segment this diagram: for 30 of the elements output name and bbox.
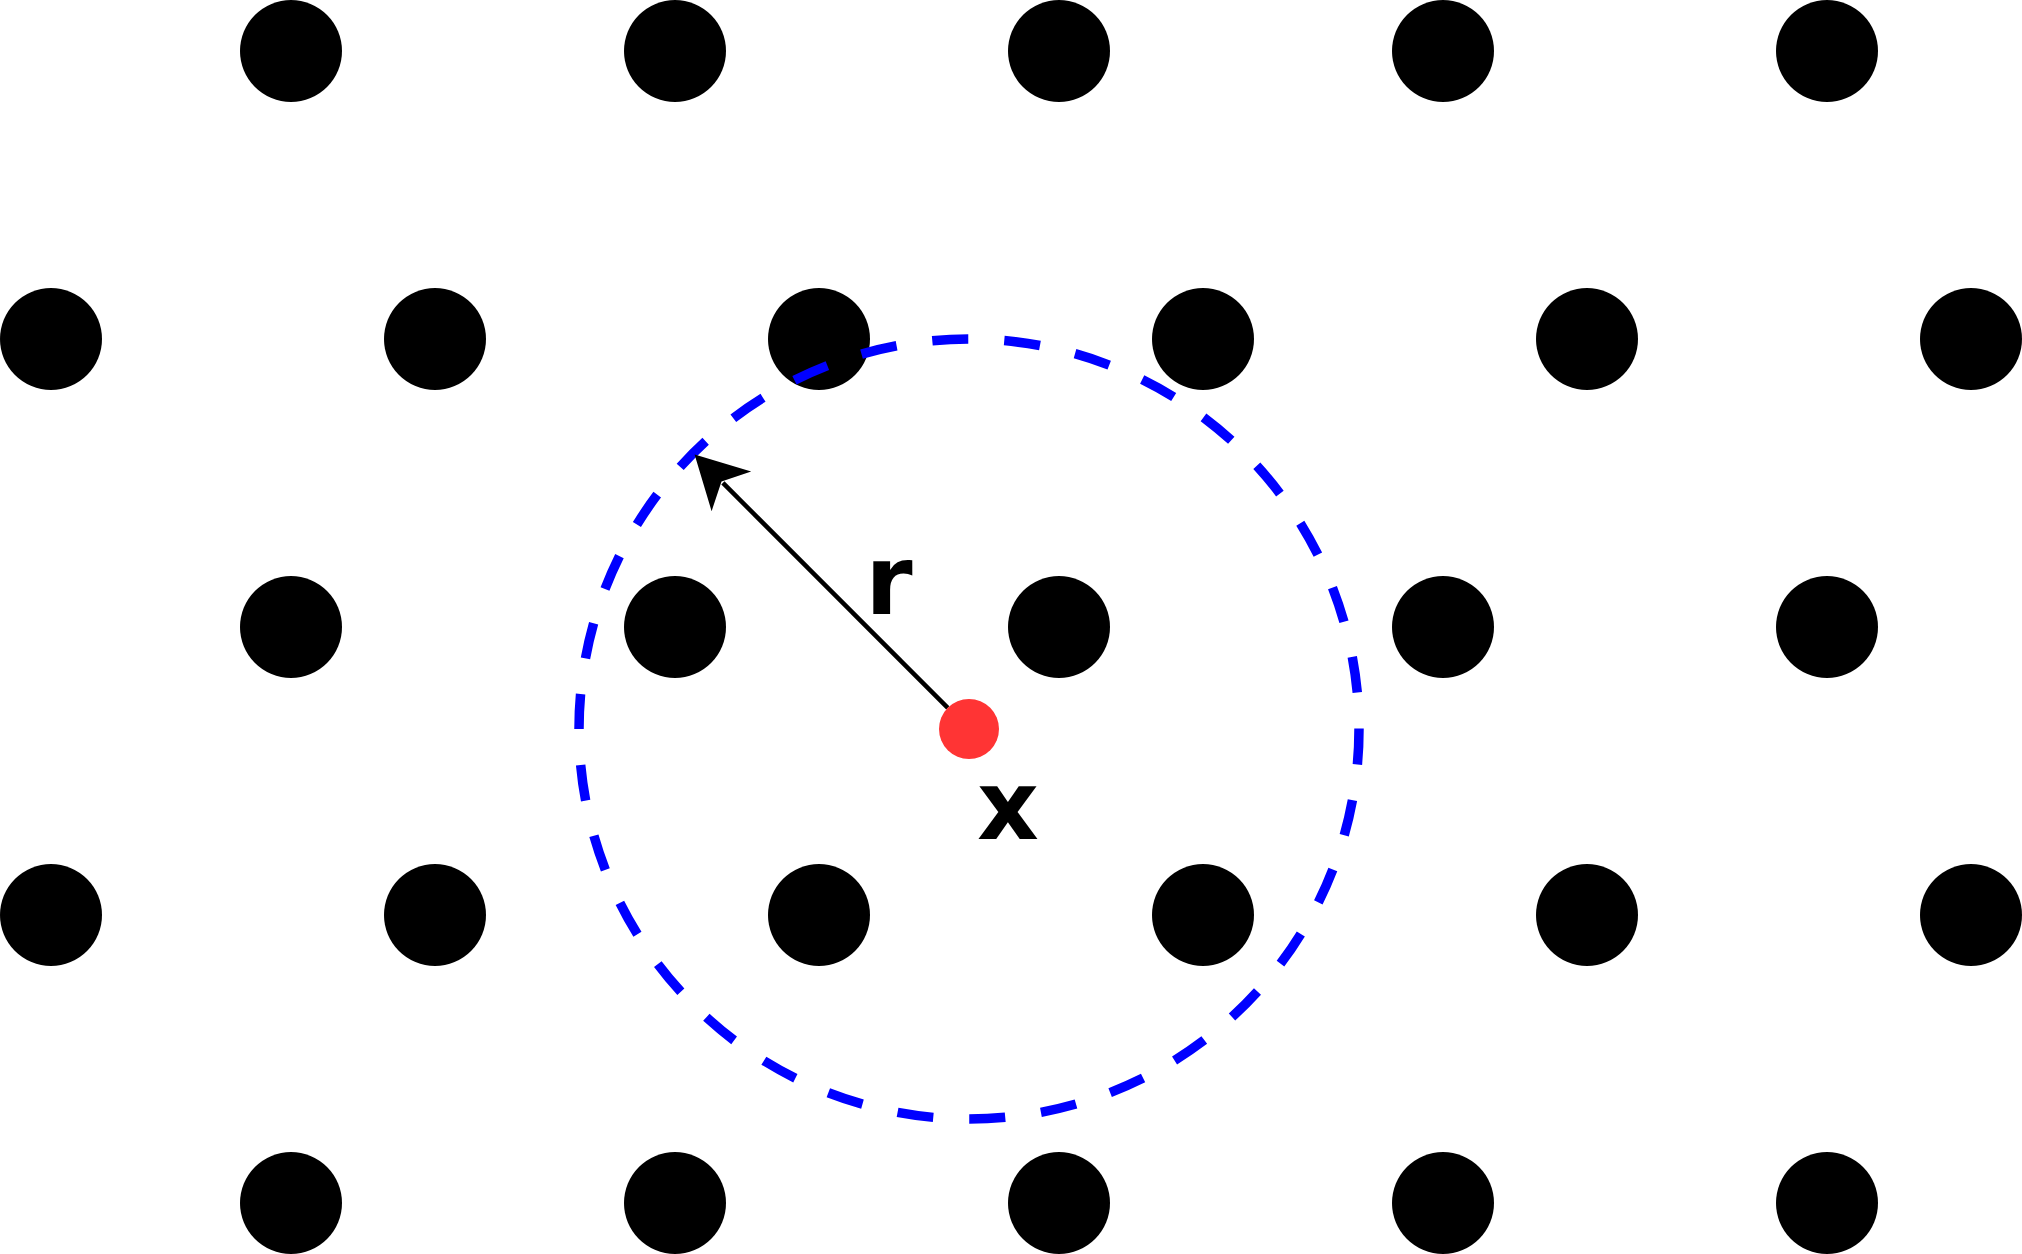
lattice-point xyxy=(624,1152,726,1254)
lattice-point xyxy=(1536,864,1638,966)
lattice-point xyxy=(0,864,102,966)
lattice-point xyxy=(1392,0,1494,102)
lattice-point xyxy=(1776,1152,1878,1254)
lattice-point xyxy=(384,864,486,966)
radius-label: r xyxy=(865,552,913,612)
lattice-point xyxy=(240,0,342,102)
center-point xyxy=(939,699,999,759)
lattice-point xyxy=(624,0,726,102)
lattice-point xyxy=(1008,0,1110,102)
lattice-point xyxy=(240,576,342,678)
lattice-point xyxy=(1776,576,1878,678)
lattice-point xyxy=(384,288,486,390)
lattice-point xyxy=(624,576,726,678)
lattice-point xyxy=(768,864,870,966)
lattice-point xyxy=(1152,288,1254,390)
lattice-point xyxy=(1536,288,1638,390)
lattice-point xyxy=(0,288,102,390)
lattice-point xyxy=(1392,1152,1494,1254)
lattice-point xyxy=(1776,0,1878,102)
lattice-point xyxy=(1008,576,1110,678)
lattice-point xyxy=(768,288,870,390)
lattice-point xyxy=(240,1152,342,1254)
lattice-point xyxy=(1008,1152,1110,1254)
lattice-point xyxy=(1152,864,1254,966)
lattice-point xyxy=(1392,576,1494,678)
lattice-point xyxy=(1920,288,2022,390)
lattice-point xyxy=(1920,864,2022,966)
point-label: x xyxy=(977,777,1039,837)
